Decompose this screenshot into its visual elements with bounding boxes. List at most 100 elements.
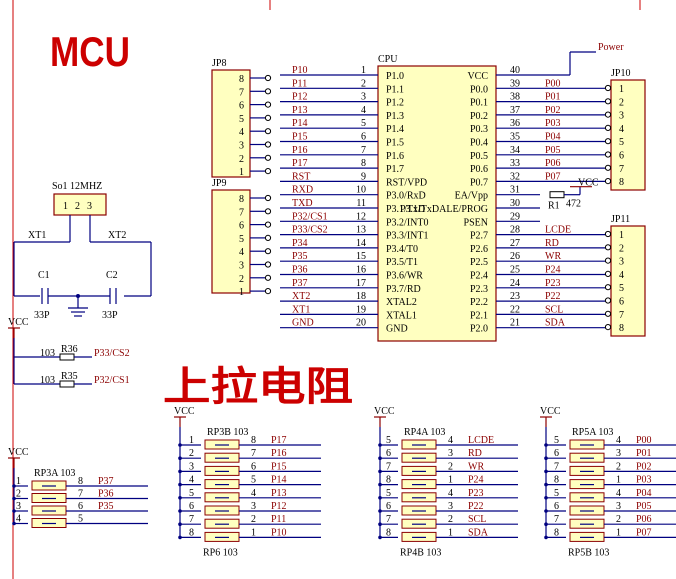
rp4-pin-right: 2 [448,461,453,472]
cpu-pin-name: GND [386,324,408,335]
jp9-pin-number: 7 [239,207,244,218]
rp5-pin-left: 7 [554,514,559,525]
junction-dot [544,496,548,500]
cap-value: 33P [34,310,50,321]
rp3a-pin-left: 3 [16,501,21,512]
xt2-label: XT2 [108,230,126,241]
jp11-pin-number: 1 [619,230,624,241]
rp3b-ref: RP3B 103 [207,427,248,438]
net-label: XT2 [292,291,310,302]
cpu-pin-number: 14 [356,238,366,249]
cpu-pin-number: 3 [361,92,366,103]
cpu-pin-number: 34 [510,145,520,156]
rp5-pin-right: 3 [616,501,621,512]
rp5-pin-left: 6 [554,501,559,512]
net-label: P01 [636,448,652,459]
jp10-pin-number: 4 [619,124,624,135]
junction-dot [544,443,548,447]
cpu-pin-number: 27 [510,238,520,249]
net-label: GND [292,318,314,329]
cpu-pin-name: P0.6 [470,164,488,175]
net-label: P03 [545,118,561,129]
rp3b-pin-left: 1 [189,435,194,446]
net-label: P02 [636,461,652,472]
cpu-pin-name: P0.1 [470,98,488,109]
jp9-pin-circle [264,234,272,241]
junction-dot [12,484,16,488]
cpu-pin-number: 9 [361,171,366,182]
jp8-pin-number: 6 [239,101,244,112]
jp8-pin-circle [264,101,272,108]
rp4-pin-left: 8 [386,475,391,486]
cpu-pin-number: 22 [510,304,520,315]
jp9-pin-circle [264,261,272,268]
rp4-pin-right: 1 [448,475,453,486]
jp11-pin-number: 5 [619,283,624,294]
jp11-pin-circle [604,297,612,304]
jp8-pin-circle [264,154,272,161]
cpu-pin-number: 19 [356,304,366,315]
rp3a-pin-right: 8 [78,476,83,487]
jp8-pin-circle [264,114,272,122]
rp4-pin-right: 2 [448,514,453,525]
net-label: P10 [271,527,287,538]
rp4-pin-right: 3 [448,448,453,459]
rp3b-pin-left: 6 [189,501,194,512]
jp11-pin-circle [604,310,612,317]
junction-dot [76,294,80,298]
junction-dot [178,535,182,540]
jp9-pin-number: 8 [239,194,244,205]
cpu-pin-number: 15 [356,251,366,262]
rp5-pin-left: 5 [554,488,559,499]
jp11-pin-number: 8 [619,323,624,334]
jp10-pin-number: 6 [619,151,624,162]
net-label: WR [468,461,484,472]
cpu-pin-name: P1.7 [386,164,404,175]
rp3a-pin-left: 2 [16,489,21,500]
cpu-body [377,65,497,342]
rp5-pin-right: 4 [616,488,621,499]
rp3a-pin-left: 1 [16,476,21,487]
rp5-pin-right: 1 [616,527,621,538]
jp10-pin-circle [604,84,612,92]
rp3a-ref: RP3A 103 [34,468,75,479]
net-label: P12 [271,501,287,512]
junction-dot [378,509,382,513]
rp3b-ref2: RP6 103 [203,547,238,558]
cpu-pin-name: P3.4/T0 [386,244,418,255]
cpu-pin-name: P0.4 [470,138,488,149]
cpu-pin-name: P2.7 [470,231,488,242]
net-label: P04 [636,488,652,499]
cpu-ref: CPU [378,54,398,65]
net-label: P22 [545,291,561,302]
rp4-pin-right: 4 [448,435,453,446]
net-label: SCL [468,514,486,525]
rp5-vcc-label: VCC [540,406,561,417]
junction-dot [378,482,382,487]
jp10-pin-circle [604,138,612,145]
r1-ref: R1 [548,201,560,212]
cpu-pin-name: P2.5 [470,257,488,268]
cpu-pin-number: 29 [510,211,520,222]
net-label: P36 [292,265,308,276]
net-label: P10 [292,65,308,76]
net-label: P04 [545,132,561,143]
cpu-pin-name: P2.0 [470,324,488,335]
junction-dot [12,496,16,501]
jp11-pin-circle [604,284,612,291]
jp8-body [211,69,251,178]
rp4-pin-left: 7 [386,461,391,472]
net-label: P22 [468,501,484,512]
rp5-pin-left: 8 [554,475,559,486]
cpu-pin-name: P3.2/INT0 [386,217,429,228]
jp11-pin-number: 3 [619,257,624,268]
rp3b-pin-right: 7 [251,448,256,459]
cap-ref: C2 [106,270,118,281]
junction-dot [378,535,382,540]
jp10-pin-circle [604,151,612,158]
rp4-pin-left: 5 [386,435,391,446]
cpu-pin-number: 28 [510,225,520,236]
net-label: P00 [636,435,652,446]
